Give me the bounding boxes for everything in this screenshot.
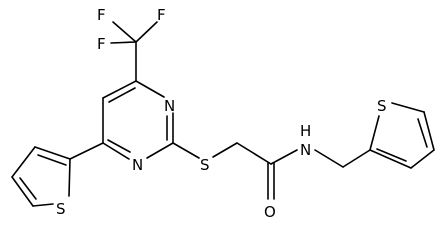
atom-n-ring-lower: N [132,156,143,174]
bond-pyrimidine-to-thiophene [69,142,104,160]
atom-f-mid: F [97,35,106,53]
atom-o-carbonyl: O [264,203,276,221]
bond-ring-c4-n3 [135,80,165,98]
bond-thio-left-c5-s [32,203,54,207]
atom-n-ring-upper: N [164,97,175,115]
atom-labels: F F F N N S O N H S S [56,6,387,221]
bond-ring-c5-c4-double [108,87,136,103]
bonds [11,21,435,207]
bond-ch2-carbonyl [236,142,272,165]
atom-s-thioether: S [200,156,210,174]
bond-thio-left-s-c2 [68,158,71,197]
bond-s-ch2 [212,142,238,158]
molecule-diagram: F F F N N S O N H S S [11,6,435,221]
bond-ring-c2-n1 [146,142,174,159]
atom-s-thiophene-left: S [56,200,66,218]
bond-c-f-top-right [135,21,158,43]
bond-thio-right-c2-s [369,115,380,151]
bond-c-f-mid [110,41,137,44]
bond-n-ch2 [314,149,344,168]
bond-thio-right-c3-c2-double [376,148,407,162]
bond-thio-left-c4-c5 [11,176,34,207]
bond-thio-left-c2-c3-double [37,154,67,166]
bond-thio-right-c5-c4-double [417,118,428,148]
bond-ring-n1-c6-double [107,139,131,153]
bond-thio-right-c4-c3 [410,149,435,169]
atom-s-thiophene-right: S [377,97,387,115]
atom-h-amide: H [300,122,311,140]
bond-thio-right-s-c5 [391,102,425,113]
bond-c-f-top-left [112,21,137,43]
bond-thio-right-c3-c2 [369,149,412,169]
bond-thio-right-c5-c4 [423,111,435,151]
bond-carbonyl-n [270,149,298,165]
atom-f-top-right: F [157,6,166,24]
bond-ring-c5-c4 [102,80,137,99]
atom-n-amide: N [300,141,311,159]
bond-thio-left-c4-c5-double [19,177,37,200]
atom-f-top-left: F [97,6,106,24]
bond-thio-left-c2-c3 [34,146,71,160]
bond-thio-left-c3-c4 [11,146,36,178]
bond-ring-n1-c6 [102,142,130,160]
bond-ch2-thiophene [342,149,371,168]
bond-c2-s [172,142,200,159]
